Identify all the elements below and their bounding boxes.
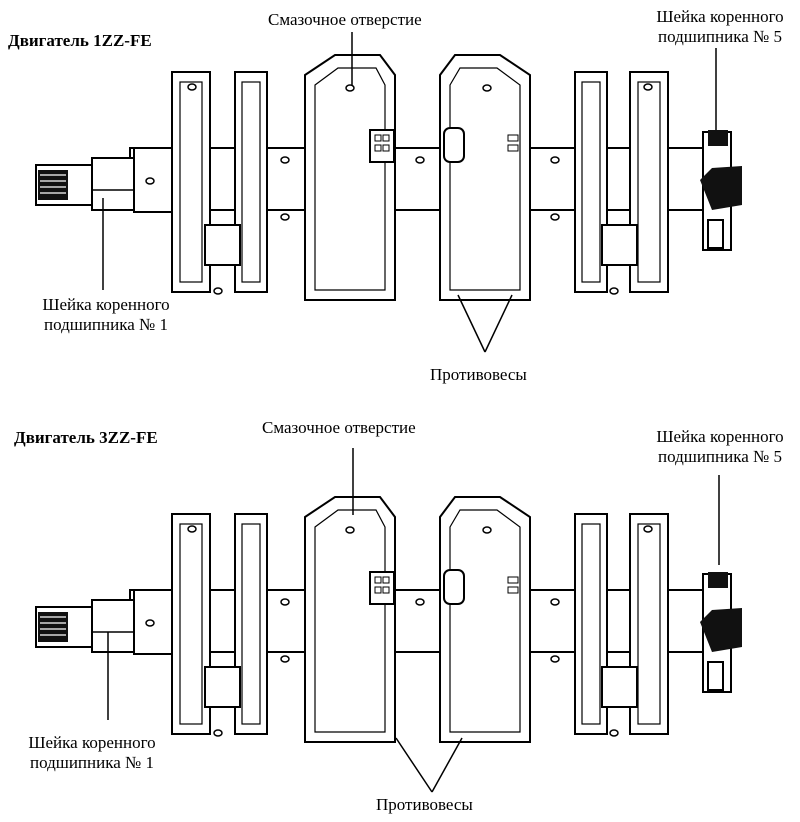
- oil-hole-label-top: Смазочное отверстие: [268, 10, 422, 29]
- journal1-label-bottom-line2: подшипника № 1: [29, 753, 154, 772]
- engine-title-top: Двигатель 1ZZ-FE: [8, 31, 152, 50]
- crankshaft-3zz-fe: [35, 496, 743, 743]
- journal1-label-bottom: Шейка коренного подшипника № 1: [12, 733, 172, 773]
- journal5-label-top-line2: подшипника № 5: [657, 27, 782, 46]
- journal1-label-top: Шейка коренного подшипника № 1: [26, 295, 186, 335]
- counterweight-leader-top-a: [457, 294, 486, 353]
- journal5-label-top: Шейка коренного подшипника № 5: [640, 7, 800, 47]
- journal5-label-top-line1: Шейка коренного: [656, 7, 784, 26]
- engine-title-bottom: Двигатель 3ZZ-FE: [14, 428, 158, 447]
- crankshaft-1zz-fe: [35, 54, 743, 301]
- counterweight-leader-bottom-a: [395, 737, 433, 793]
- journal5-label-bottom-line2: подшипника № 5: [657, 447, 782, 466]
- counterweights-label-bottom: Противовесы: [376, 795, 473, 814]
- journal5-label-bottom-line1: Шейка коренного: [656, 427, 784, 446]
- counterweights-label-top: Противовесы: [430, 365, 527, 384]
- journal1-label-top-line1: Шейка коренного: [42, 295, 170, 314]
- counterweight-leader-top-b: [484, 294, 513, 353]
- counterweight-leader-bottom-b: [431, 737, 463, 793]
- journal5-label-bottom: Шейка коренного подшипника № 5: [640, 427, 800, 467]
- oil-hole-label-bottom: Смазочное отверстие: [262, 418, 416, 437]
- journal1-label-bottom-line1: Шейка коренного: [28, 733, 156, 752]
- journal1-label-top-line2: подшипника № 1: [43, 315, 168, 334]
